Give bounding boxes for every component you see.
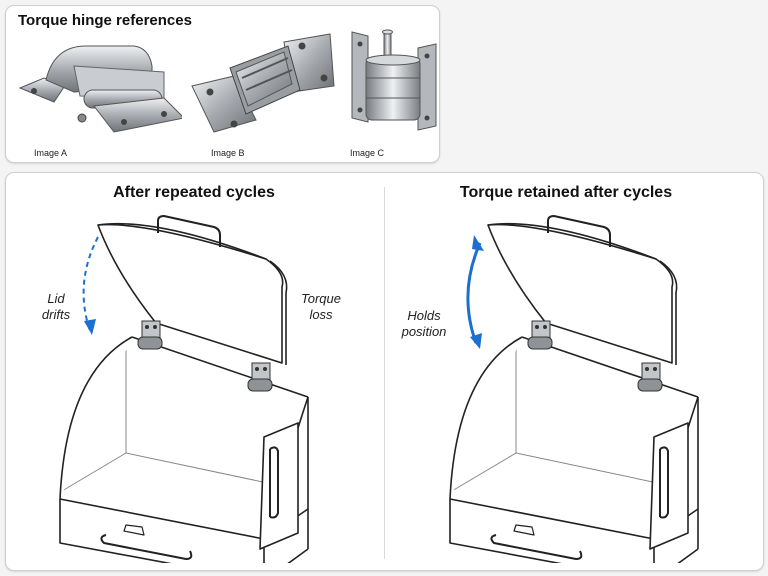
left-hinge-1	[137, 320, 163, 350]
image-a-label: Image A	[34, 148, 68, 158]
hinge-reference-panel: Torque hinge references Image A	[5, 5, 440, 163]
lid-drift-arrowhead	[84, 319, 96, 335]
lid-drifts-annotation: Lid drifts	[41, 291, 71, 322]
image-b-label: Image B	[211, 148, 245, 158]
comparison-panel: After repeated cycles Torque retained af…	[5, 172, 764, 571]
torque-loss-annotation: Torque loss	[301, 291, 341, 322]
left-diagram-title: After repeated cycles	[113, 184, 275, 201]
holds-position-arrowhead-bottom	[470, 333, 482, 349]
left-box-diagram	[59, 215, 309, 563]
lid-drift-arrow	[82, 236, 99, 332]
panel-divider	[384, 187, 385, 559]
right-box-diagram	[449, 215, 699, 563]
right-hinge-1	[527, 320, 553, 350]
hinge-image-a	[18, 45, 182, 133]
reference-panel-title: Torque hinge references	[18, 12, 192, 29]
left-hinge-2	[247, 362, 273, 392]
right-hinge-2	[637, 362, 663, 392]
holds-position-arrow	[466, 242, 482, 344]
hinge-image-c	[351, 29, 437, 131]
holds-position-arrowhead-top	[472, 235, 484, 251]
holds-position-annotation: Holds position	[401, 308, 447, 339]
right-diagram-title: Torque retained after cycles	[459, 184, 673, 201]
hinge-image-b	[191, 33, 335, 133]
image-c-label: Image C	[350, 148, 385, 158]
